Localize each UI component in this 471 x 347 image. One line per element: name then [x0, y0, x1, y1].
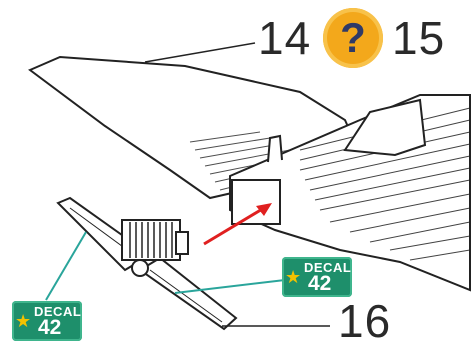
assembly-arrow [203, 203, 272, 246]
engine [121, 219, 189, 277]
help-button[interactable]: ? [323, 8, 383, 68]
leader-lines [45, 231, 286, 301]
decal-number: 42 [38, 316, 62, 339]
cockpit-shape [343, 98, 427, 157]
star-icon: ★ [285, 267, 302, 287]
decal-badge-right: ★ DECAL 42 [282, 257, 352, 297]
number-leader-lines [144, 42, 330, 327]
decal-badge-left: ★ DECAL 42 [12, 301, 82, 341]
step-number-right: 15 [392, 12, 446, 64]
star-icon: ★ [15, 311, 32, 331]
decal-label: DECAL [34, 304, 82, 319]
step-number-left: 14 [258, 12, 312, 64]
part-number: 16 [338, 295, 392, 347]
decal-number: 42 [308, 272, 332, 295]
question-icon: ? [340, 14, 366, 61]
decal-label: DECAL [304, 260, 352, 275]
exhaust-pipe [267, 134, 283, 163]
engine-mount-frame [231, 179, 281, 225]
